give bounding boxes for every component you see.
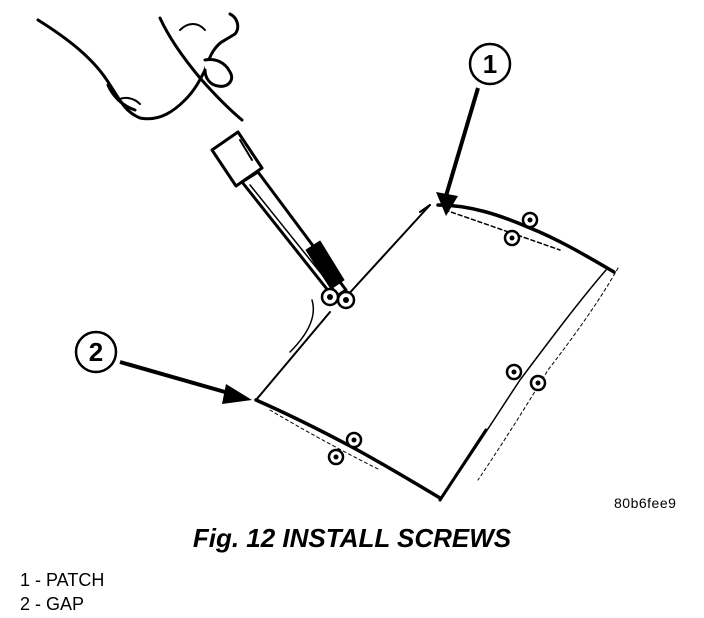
callout-2-number: 2 [89, 337, 103, 367]
legend-number: 2 [20, 594, 31, 614]
screw-bottom-right [505, 363, 547, 392]
legend-label: GAP [46, 594, 85, 614]
screws [320, 211, 547, 466]
image-code: 80b6fee9 [614, 495, 677, 511]
screwdriver-handle [210, 130, 264, 188]
legend: 1 - PATCH 2 - GAP [20, 568, 104, 616]
callout-2: 2 [74, 330, 252, 404]
callout-1: 1 [436, 42, 512, 216]
callout-1-number: 1 [483, 49, 497, 79]
legend-separator: - [30, 594, 47, 614]
figure-caption: Fig. 12 INSTALL SCREWS [192, 523, 512, 553]
legend-item-2: 2 - GAP [20, 592, 104, 616]
legend-item-1: 1 - PATCH [20, 568, 104, 592]
illustration: 1 2 [36, 12, 619, 502]
hand [36, 12, 244, 122]
patch-panel [254, 203, 619, 502]
screwdriver [210, 130, 348, 300]
legend-label: PATCH [46, 570, 105, 590]
legend-number: 1 [20, 570, 31, 590]
legend-separator: - [30, 570, 47, 590]
